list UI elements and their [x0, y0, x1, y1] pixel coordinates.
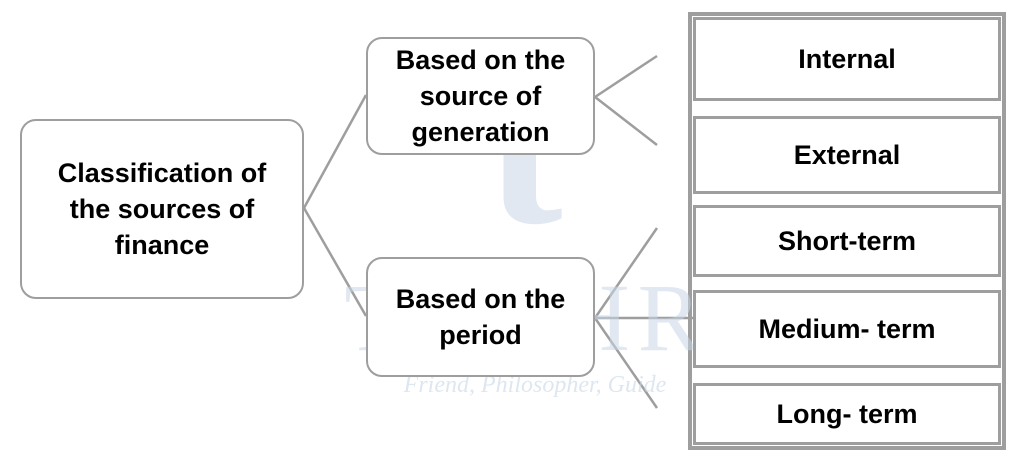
leaf-node-medium-term: Medium- term — [693, 290, 1001, 368]
leaf-node-label: Internal — [798, 43, 896, 74]
leaf-node-label: Short-term — [777, 225, 916, 256]
leaf-node-label: External — [793, 139, 901, 170]
root-node-label: Classification of the sources of finance — [57, 158, 267, 260]
branch-node-period: Based on the period — [366, 257, 595, 377]
connector-branch2-long-term — [593, 317, 659, 409]
leaf-node-short-term: Short-term — [693, 205, 1001, 277]
leaf-stack-frame — [688, 12, 1006, 450]
root-node: Classification of the sources of finance — [20, 119, 304, 299]
leaf-node-internal: Internal — [693, 17, 1001, 101]
connector-branch2-short-term — [593, 227, 659, 319]
leaf-node-label: Long- term — [776, 398, 918, 429]
leaf-node-label: Medium- term — [758, 313, 936, 344]
leaf-node-external: External — [693, 116, 1001, 194]
branch-node-label: Based on the period — [395, 284, 566, 350]
leaf-node-long-term: Long- term — [693, 383, 1001, 445]
connector-branch1-internal — [594, 54, 658, 99]
connector-root-branch2 — [302, 207, 368, 317]
connector-root-branch1 — [302, 94, 368, 209]
branch-node-label: Based on the source of generation — [395, 45, 566, 147]
connector-branch1-external — [594, 96, 658, 146]
branch-node-source-of-generation: Based on the source of generation — [366, 37, 595, 155]
